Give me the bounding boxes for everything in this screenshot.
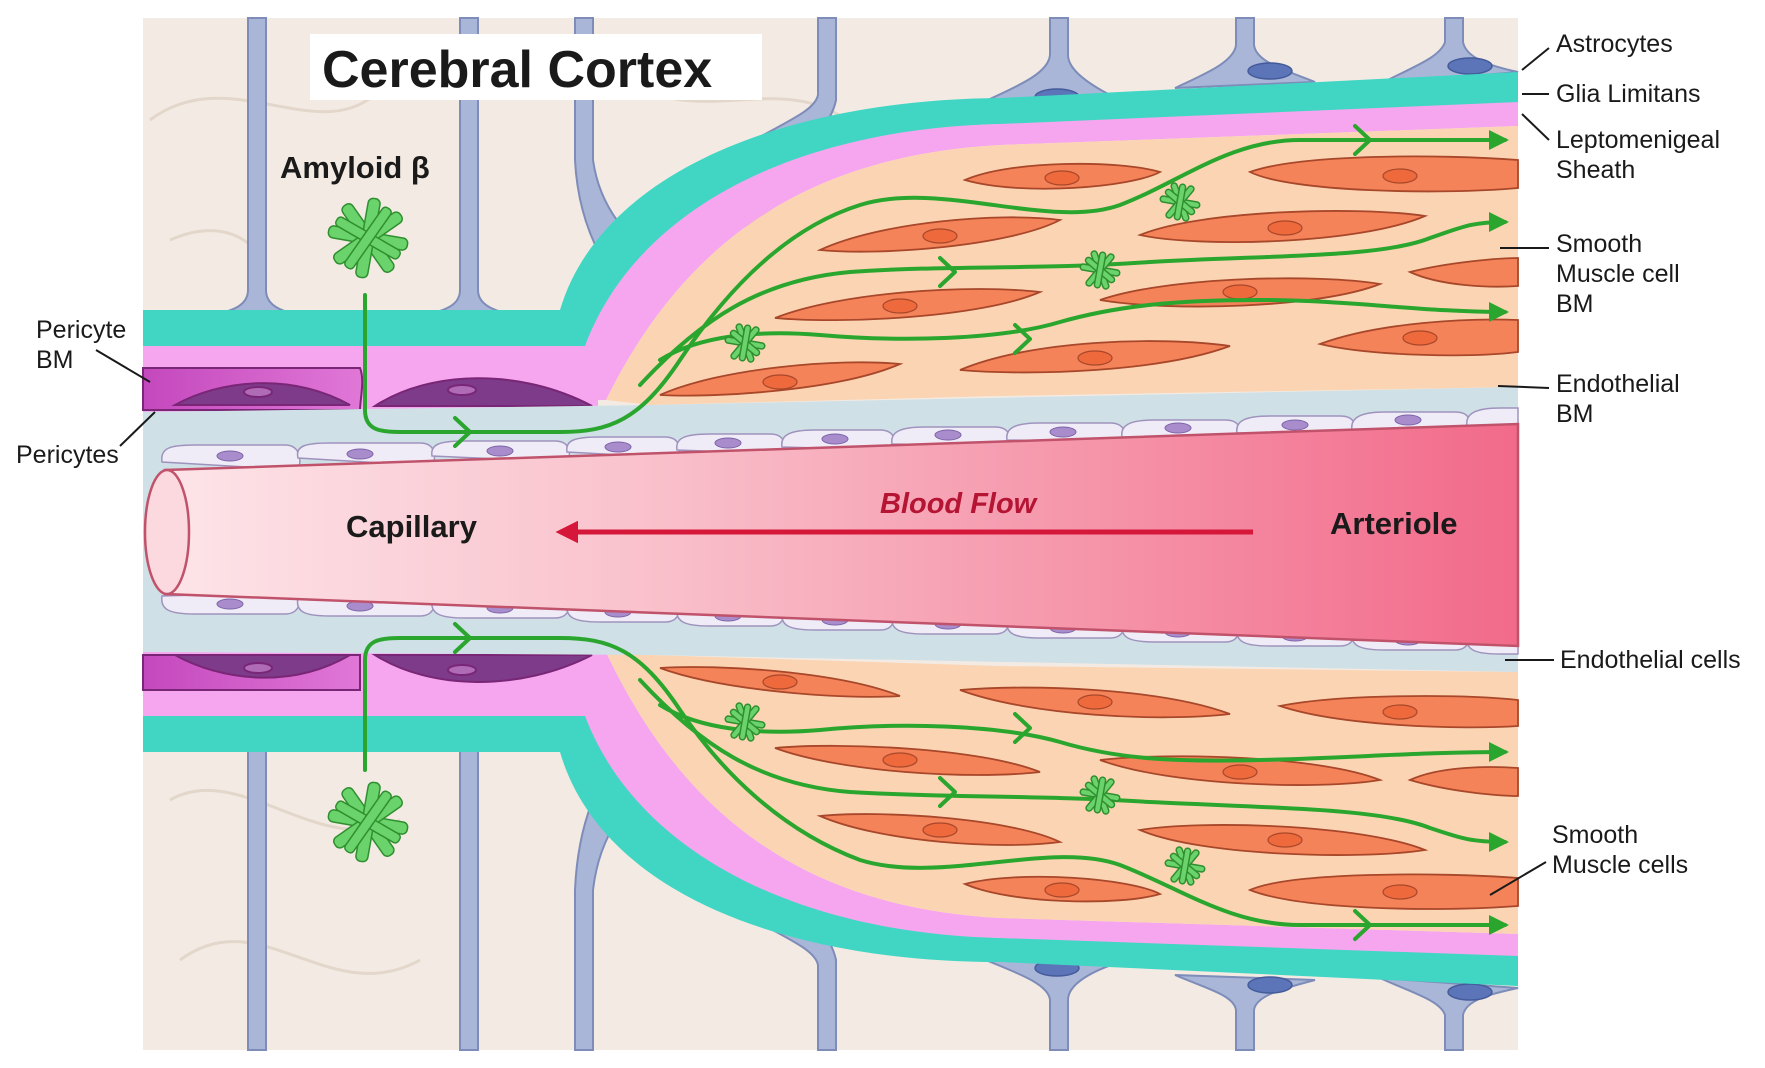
pericyte-bm-label-line-1: Pericyte xyxy=(36,316,126,344)
pericyte-bm-label-line-2: BM xyxy=(36,346,74,374)
endothelial-bm-label-line-2: BM xyxy=(1556,400,1594,428)
smooth-muscle-nuclei-bottom xyxy=(762,674,1418,900)
leptomeningeal-label-line-2: Sheath xyxy=(1556,156,1635,184)
amyloid-label: Amyloid β xyxy=(280,150,430,185)
pericyte-cells xyxy=(142,367,593,691)
smc-bm-label-line-2: Muscle cell xyxy=(1556,260,1680,288)
blood-flow-label: Blood Flow xyxy=(880,488,1039,520)
smc-bm-label-line-3: BM xyxy=(1556,290,1594,318)
endothelial-nuclei-top xyxy=(216,414,1422,462)
title-box xyxy=(310,34,762,100)
page-title: Cerebral Cortex xyxy=(322,41,712,99)
pericytes-label: Pericytes xyxy=(16,441,119,469)
capillary-opening xyxy=(143,468,191,596)
glia-limitans-top xyxy=(143,72,1518,400)
endothelial-bm-label-line-1: Endothelial xyxy=(1556,370,1680,398)
smc-bm-label-line-1: Smooth xyxy=(1556,230,1642,258)
capillary-label: Capillary xyxy=(346,509,478,544)
glia-limitans-bottom xyxy=(143,652,1518,986)
glia-limitans-label: Glia Limitans xyxy=(1556,80,1701,108)
leptomeningeal-sheath-label: Leptomenigeal Sheath xyxy=(1556,126,1727,184)
endothelial-bm-label: Endothelial BM xyxy=(1556,370,1687,428)
astrocytes-label: Astrocytes xyxy=(1556,30,1673,58)
pericyte-bm-label: Pericyte BM xyxy=(36,316,133,374)
smooth-muscle-cells-bottom xyxy=(659,666,1519,910)
smooth-muscle-bm-bottom xyxy=(606,652,1518,934)
leptomeningeal-label-line-1: Leptomenigeal xyxy=(1556,126,1720,154)
leader-lines xyxy=(95,47,1554,896)
amyloid-aggregates xyxy=(327,182,1206,886)
arteriole-label: Arteriole xyxy=(1330,506,1457,541)
smooth-muscle-cells-label-line-1: Smooth xyxy=(1552,821,1638,849)
smooth-muscle-cells-label-line-2: Muscle cells xyxy=(1552,851,1688,879)
smooth-muscle-nuclei-top xyxy=(762,168,1438,390)
smooth-muscle-cells-label: Smooth Muscle cells xyxy=(1552,821,1688,879)
endothelial-cells-label: Endothelial cells xyxy=(1560,646,1741,674)
drainage-midpath-arrowheads xyxy=(453,124,1372,941)
smooth-muscle-cell-bm-label: Smooth Muscle cell BM xyxy=(1556,230,1687,318)
